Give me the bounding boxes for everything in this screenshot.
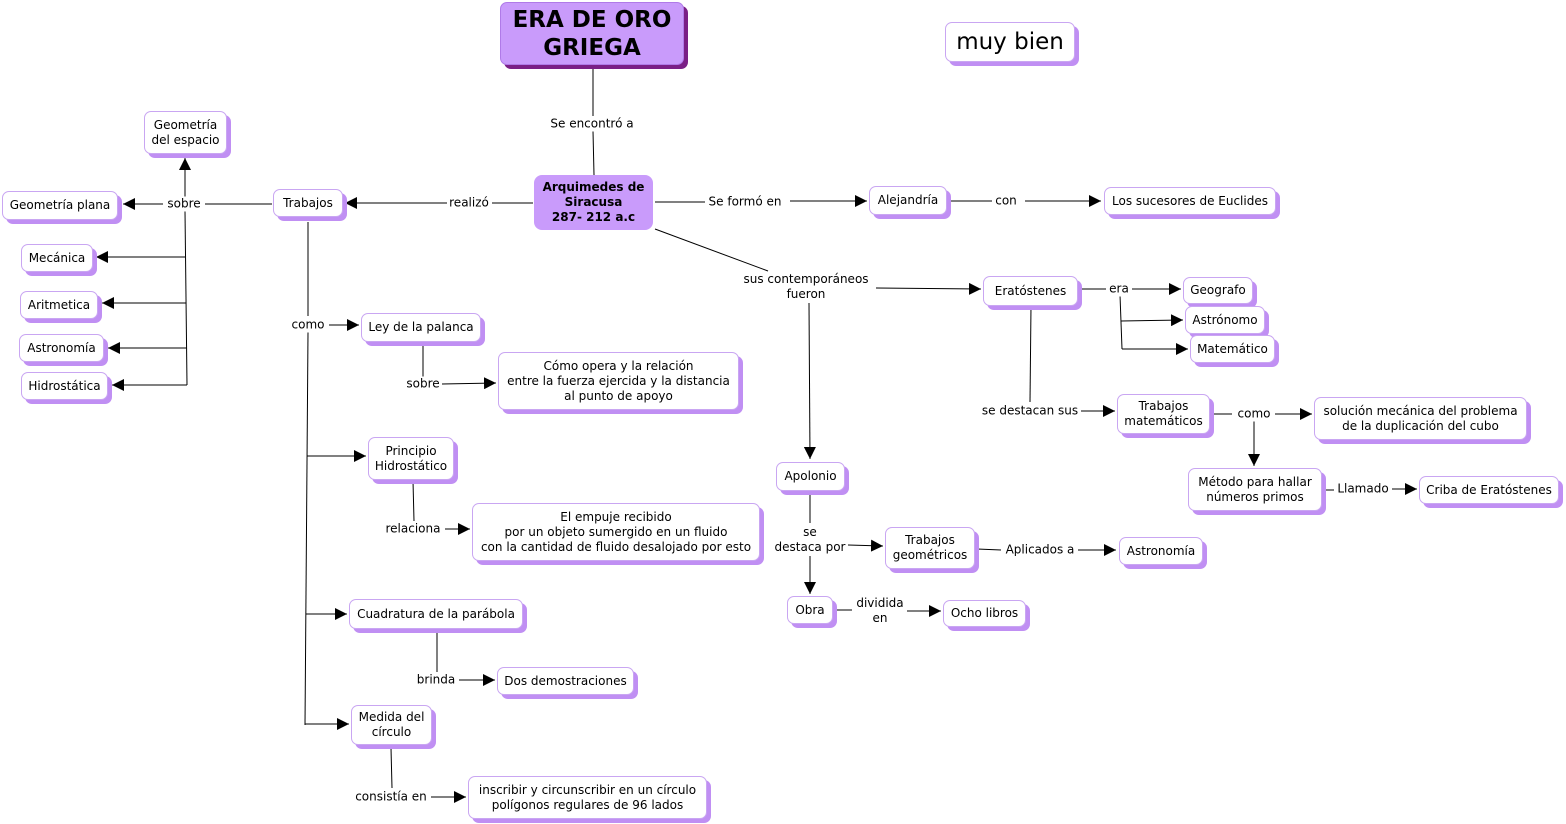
link-label-se-destaca-por: se destaca por xyxy=(772,525,848,555)
link-label-realizo: realizó xyxy=(447,195,491,211)
link-label-sobre-left: sobre xyxy=(165,196,203,212)
node-principio-hidrostatico[interactable]: Principio Hidrostático xyxy=(368,437,454,480)
node-geometria-plana[interactable]: Geometría plana xyxy=(2,191,118,220)
link-label-sobre-palanca: sobre xyxy=(404,376,442,392)
link-label-consistia: consistía en xyxy=(353,789,429,805)
link-label-era: era xyxy=(1107,281,1131,297)
node-ley-palanca[interactable]: Ley de la palanca xyxy=(361,313,481,342)
link-label-se-formo: Se formó en xyxy=(706,194,784,210)
link-label-dividida: dividida en xyxy=(854,596,906,626)
node-alejandria[interactable]: Alejandría xyxy=(869,186,947,215)
node-astronomia-left[interactable]: Astronomía xyxy=(19,334,104,362)
node-sucesores[interactable]: Los sucesores de Euclides xyxy=(1104,187,1276,215)
link-label-con: con xyxy=(993,193,1019,209)
link-label-como-right: como xyxy=(1235,406,1273,422)
node-apolonio[interactable]: Apolonio xyxy=(776,462,845,491)
node-criba[interactable]: Criba de Eratóstenes xyxy=(1419,476,1559,504)
node-solucion-cubo[interactable]: solución mecánica del problema de la dup… xyxy=(1314,397,1527,440)
node-medida-circulo[interactable]: Medida del círculo xyxy=(351,705,432,745)
node-arquimedes[interactable]: Arquimedes de Siracusa 287- 212 a.c xyxy=(534,175,653,230)
link-label-relaciona: relaciona xyxy=(383,521,443,537)
node-trabajos-geometricos[interactable]: Trabajos geométricos xyxy=(885,527,975,569)
node-empuje[interactable]: El empuje recibido por un objeto sumergi… xyxy=(472,503,760,561)
link-label-se-destacan: se destacan sus xyxy=(979,403,1081,419)
node-dos-demostraciones[interactable]: Dos demostraciones xyxy=(497,667,634,695)
link-label-aplicados: Aplicados a xyxy=(1003,542,1077,558)
title-node[interactable]: ERA DE ORO GRIEGA xyxy=(500,2,684,65)
node-hidrostatica[interactable]: Hidrostática xyxy=(21,372,108,400)
node-geografo[interactable]: Geografo xyxy=(1183,277,1253,304)
node-como-opera[interactable]: Cómo opera y la relación entre la fuerza… xyxy=(498,352,739,410)
link-label-llamado: Llamado xyxy=(1335,481,1391,497)
node-trabajos[interactable]: Trabajos xyxy=(273,189,343,217)
node-trabajos-matematicos[interactable]: Trabajos matemáticos xyxy=(1117,394,1210,434)
node-eratostenes[interactable]: Eratóstenes xyxy=(983,276,1078,306)
link-label-se-encontro: Se encontró a xyxy=(548,116,636,132)
node-astronomia-right[interactable]: Astronomía xyxy=(1119,537,1203,565)
node-metodo-primos[interactable]: Método para hallar números primos xyxy=(1188,468,1322,511)
node-aritmetica[interactable]: Aritmetica xyxy=(20,291,98,319)
node-cuadratura[interactable]: Cuadratura de la parábola xyxy=(349,599,523,629)
note-node[interactable]: muy bien xyxy=(945,22,1075,62)
node-ocho-libros[interactable]: Ocho libros xyxy=(943,600,1026,627)
link-label-brinda: brinda xyxy=(414,672,458,688)
link-label-como-left: como xyxy=(289,317,327,333)
node-matematico[interactable]: Matemático xyxy=(1190,335,1275,363)
node-mecanica[interactable]: Mecánica xyxy=(21,244,93,272)
node-astronomo[interactable]: Astrónomo xyxy=(1185,306,1265,334)
node-obra[interactable]: Obra xyxy=(787,596,833,624)
node-geometria-espacio[interactable]: Geometría del espacio xyxy=(144,111,227,154)
node-inscribir[interactable]: inscribir y circunscribir en un círculo … xyxy=(468,776,707,819)
link-label-contemporaneos: sus contemporáneos fueron xyxy=(741,272,871,302)
